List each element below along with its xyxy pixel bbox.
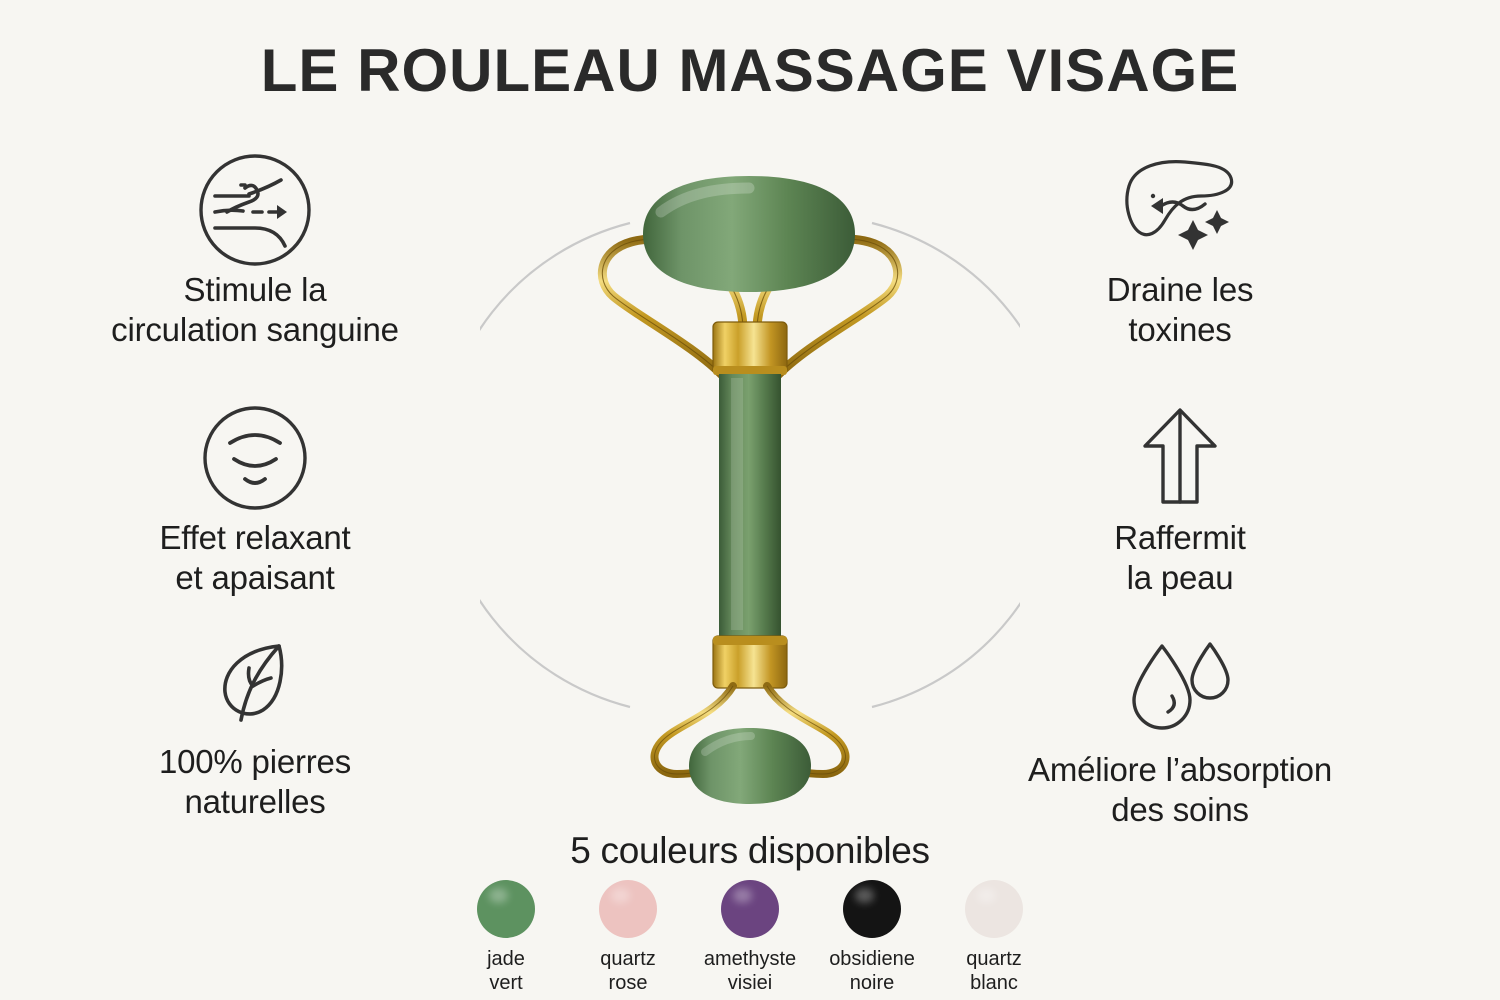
- swatch-dot: [843, 880, 901, 938]
- swatch-label: obsidiene noire: [829, 948, 915, 994]
- relaxed-face-circle-icon: [45, 398, 465, 518]
- swatch-dot: [721, 880, 779, 938]
- leaf-icon: [45, 622, 465, 742]
- swatch-quartz-blanc[interactable]: quartz blanc: [946, 880, 1042, 995]
- swatch-dot: [599, 880, 657, 938]
- feature-label: Draine les toxines: [1106, 271, 1254, 349]
- feature-label: Améliore l’absorption des soins: [1028, 751, 1332, 829]
- jade-face-roller: [597, 176, 903, 804]
- swatch-amethyste-visiei[interactable]: amethyste visiei: [702, 880, 798, 995]
- feature-label: Raffermit la peau: [1114, 519, 1246, 597]
- water-droplets-icon: [970, 630, 1390, 750]
- feature-pierres-naturelles: 100% pierres naturelles: [45, 622, 465, 823]
- swatch-row: jade vert quartz rose amethyste visiei o…: [0, 880, 1500, 995]
- swatch-jade-vert[interactable]: jade vert: [458, 880, 554, 995]
- page-title: LE ROULEAU MASSAGE VISAGE: [260, 37, 1240, 104]
- up-arrow-icon: [970, 398, 1390, 518]
- swatch-label: quartz rose: [600, 948, 656, 994]
- feature-label: Effet relaxant et apaisant: [159, 519, 351, 597]
- feature-stimule-circulation: Stimule la circulation sanguine: [45, 150, 465, 351]
- feature-draine-toxines: Draine les toxines: [970, 150, 1390, 351]
- feature-label: 100% pierres naturelles: [158, 743, 352, 821]
- feature-effet-relaxant: Effet relaxant et apaisant: [45, 398, 465, 599]
- feature-ameliore-absorption: Améliore l’absorption des soins: [970, 630, 1390, 831]
- feature-raffermit-peau: Raffermit la peau: [970, 398, 1390, 599]
- swatch-quartz-rose[interactable]: quartz rose: [580, 880, 676, 995]
- swatch-obsidiene-noire[interactable]: obsidiene noire: [824, 880, 920, 995]
- feature-label: Stimule la circulation sanguine: [111, 271, 399, 349]
- swatch-label: jade vert: [487, 948, 525, 994]
- swatch-label: amethyste visiei: [703, 948, 797, 994]
- colors-heading: 5 couleurs disponibles: [570, 830, 930, 871]
- blood-flow-circle-icon: [45, 150, 465, 270]
- swatch-dot: [965, 880, 1023, 938]
- swatch-dot: [477, 880, 535, 938]
- swatch-label: quartz blanc: [966, 948, 1022, 994]
- liver-detox-icon: [970, 150, 1390, 270]
